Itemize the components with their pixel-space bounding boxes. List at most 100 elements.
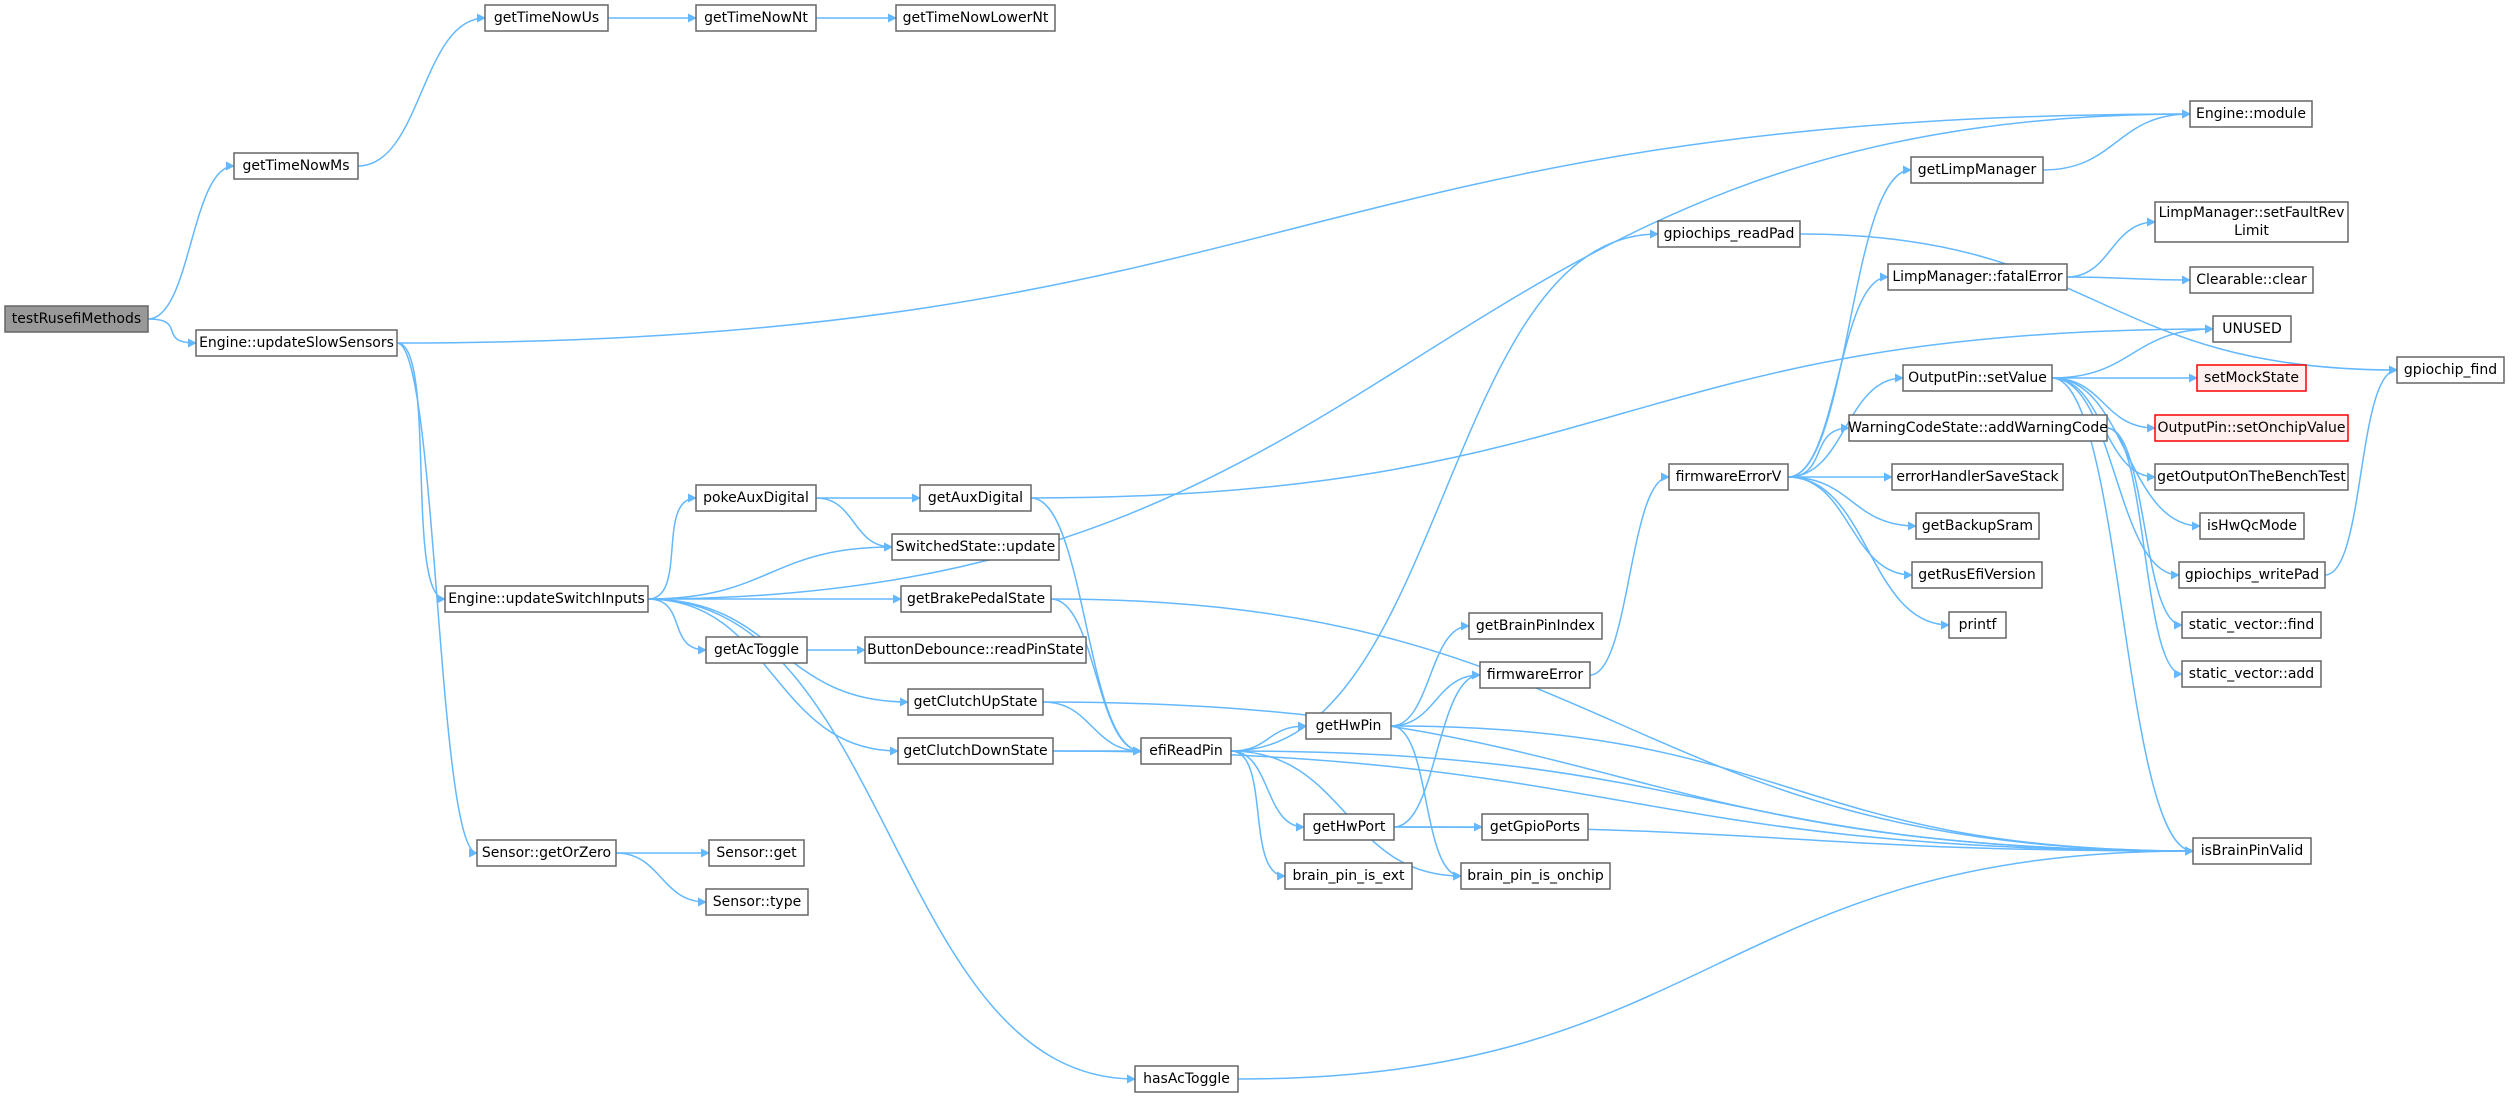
node-label: Engine::module bbox=[2196, 106, 2306, 122]
edge-get-hw-pin-to-firmware-error bbox=[1390, 670, 1481, 727]
node-get-time-now-nt[interactable]: getTimeNowNt bbox=[695, 4, 817, 32]
node-update-slow-sensors[interactable]: Engine::updateSlowSensors bbox=[195, 329, 398, 357]
node-sensor-type[interactable]: Sensor::type bbox=[705, 888, 809, 916]
edge-has-ac-toggle-to-is-brain-pin-valid bbox=[1237, 846, 2194, 1080]
node-label: getTimeNowUs bbox=[494, 10, 599, 26]
node-set-value[interactable]: OutputPin::setValue bbox=[1902, 364, 2053, 392]
edges-layer bbox=[147, 13, 2398, 1084]
node-firmware-error[interactable]: firmwareError bbox=[1479, 661, 1591, 689]
node-box bbox=[1915, 512, 2040, 540]
node-printf[interactable]: printf bbox=[1948, 611, 2007, 639]
node-get-brake-pedal-state[interactable]: getBrakePedalState bbox=[900, 585, 1052, 613]
node-get-rus-efi-version[interactable]: getRusEfiVersion bbox=[1911, 561, 2043, 589]
node-get-ac-toggle[interactable]: getAcToggle bbox=[705, 636, 808, 664]
node-get-brain-pin-index[interactable]: getBrainPinIndex bbox=[1468, 612, 1603, 640]
node-is-hw-qc-mode[interactable]: isHwQcMode bbox=[2199, 512, 2305, 540]
node-gpiochips-write-pad[interactable]: gpiochips_writePad bbox=[2178, 561, 2326, 589]
edge-set-value-to-gpiochips-write-pad bbox=[2051, 377, 2180, 580]
node-firmware-error-v[interactable]: firmwareErrorV bbox=[1668, 463, 1789, 491]
node-label: Limit bbox=[2234, 223, 2269, 239]
edge-get-brake-pedal-state-to-is-brain-pin-valid bbox=[1050, 598, 2194, 856]
node-label: setMockState bbox=[2204, 370, 2299, 386]
node-label: static_vector::add bbox=[2189, 666, 2314, 682]
edge-update-slow-sensors-to-update-switch-inputs bbox=[396, 342, 446, 604]
node-box bbox=[233, 152, 359, 180]
node-test-rusefi-methods[interactable]: testRusefiMethods bbox=[4, 305, 149, 333]
node-static-vector-add[interactable]: static_vector::add bbox=[2181, 660, 2322, 688]
node-update-switch-inputs[interactable]: Engine::updateSwitchInputs bbox=[444, 585, 649, 613]
edge-efi-read-pin-to-get-hw-port bbox=[1230, 750, 1305, 832]
edge-set-value-to-is-brain-pin-valid bbox=[2051, 377, 2194, 856]
node-clearable-clear[interactable]: Clearable::clear bbox=[2189, 266, 2314, 294]
node-label: getClutchUpState bbox=[914, 694, 1038, 710]
edge-fatal-error-to-clearable-clear bbox=[2066, 275, 2191, 285]
node-get-backup-sram[interactable]: getBackupSram bbox=[1915, 512, 2040, 540]
node-static-vector-find[interactable]: static_vector::find bbox=[2181, 611, 2322, 639]
node-efi-read-pin[interactable]: efiReadPin bbox=[1140, 737, 1232, 765]
node-get-time-now-us[interactable]: getTimeNowUs bbox=[484, 4, 609, 32]
node-box bbox=[919, 484, 1032, 512]
edge-update-slow-sensors-to-engine-module bbox=[396, 109, 2191, 344]
node-gpiochip-find[interactable]: gpiochip_find bbox=[2396, 356, 2505, 384]
node-get-aux-digital[interactable]: getAuxDigital bbox=[919, 484, 1032, 512]
node-label: getRusEfiVersion bbox=[1918, 567, 2035, 583]
edge-get-hw-pin-to-get-brain-pin-index bbox=[1390, 621, 1470, 727]
node-box bbox=[705, 888, 809, 916]
node-box bbox=[695, 484, 817, 512]
node-get-gpio-ports[interactable]: getGpioPorts bbox=[1481, 813, 1589, 841]
node-switched-update[interactable]: SwitchedState::update bbox=[891, 533, 1060, 561]
node-label: OutputPin::setValue bbox=[1908, 370, 2047, 386]
node-label: Engine::updateSlowSensors bbox=[199, 335, 394, 351]
node-get-time-now-ms[interactable]: getTimeNowMs bbox=[233, 152, 359, 180]
node-label: SwitchedState::update bbox=[896, 539, 1056, 555]
node-gpiochips-read-pad[interactable]: gpiochips_readPad bbox=[1657, 220, 1801, 248]
node-box bbox=[195, 329, 398, 357]
node-label: getBackupSram bbox=[1922, 518, 2033, 534]
node-get-limp-manager[interactable]: getLimpManager bbox=[1910, 156, 2044, 184]
node-box bbox=[695, 4, 817, 32]
node-get-output-on-the-bench-test[interactable]: getOutputOnTheBenchTest bbox=[2154, 463, 2349, 491]
node-fatal-error[interactable]: LimpManager::fatalError bbox=[1887, 263, 2068, 291]
node-get-time-now-lower-nt[interactable]: getTimeNowLowerNt bbox=[895, 4, 1056, 32]
node-label: WarningCodeState::addWarningCode bbox=[1848, 420, 2108, 436]
node-read-pin-state[interactable]: ButtonDebounce::readPinState bbox=[864, 636, 1087, 664]
node-unused[interactable]: UNUSED bbox=[2212, 315, 2292, 343]
edge-firmware-error-v-to-printf bbox=[1787, 476, 1950, 630]
edge-get-clutch-up-state-to-efi-read-pin bbox=[1042, 701, 1142, 756]
node-get-hw-pin[interactable]: getHwPin bbox=[1305, 712, 1392, 740]
node-error-handler-save-stack[interactable]: errorHandlerSaveStack bbox=[1891, 463, 2064, 491]
node-box bbox=[2181, 660, 2322, 688]
node-poke-aux-digital[interactable]: pokeAuxDigital bbox=[695, 484, 817, 512]
node-add-warning-code[interactable]: WarningCodeState::addWarningCode bbox=[1848, 414, 2108, 442]
node-label: hasAcToggle bbox=[1143, 1071, 1230, 1087]
node-label: firmwareErrorV bbox=[1676, 469, 1782, 485]
node-set-onchip-value[interactable]: OutputPin::setOnchipValue bbox=[2154, 414, 2349, 442]
node-get-clutch-down-state[interactable]: getClutchDownState bbox=[897, 737, 1054, 765]
node-label: getTimeNowNt bbox=[704, 10, 808, 26]
node-sensor-get[interactable]: Sensor::get bbox=[708, 839, 805, 867]
node-box bbox=[1460, 862, 1611, 890]
node-is-brain-pin-valid[interactable]: isBrainPinValid bbox=[2192, 837, 2312, 865]
node-box bbox=[1305, 712, 1392, 740]
node-has-ac-toggle[interactable]: hasAcToggle bbox=[1134, 1065, 1239, 1093]
edge-firmware-error-to-firmware-error-v bbox=[1589, 472, 1670, 676]
node-set-mock-state[interactable]: setMockState bbox=[2196, 364, 2307, 392]
node-engine-module[interactable]: Engine::module bbox=[2189, 100, 2313, 128]
edge-add-warning-code-to-static-vector-add bbox=[2106, 427, 2183, 679]
node-box bbox=[895, 4, 1056, 32]
node-label: Sensor::get bbox=[716, 845, 797, 861]
node-get-hw-port[interactable]: getHwPort bbox=[1303, 813, 1395, 841]
node-brain-pin-is-onchip[interactable]: brain_pin_is_onchip bbox=[1460, 862, 1611, 890]
node-label: LimpManager::fatalError bbox=[1892, 269, 2063, 285]
edge-update-switch-inputs-to-poke-aux-digital bbox=[647, 493, 697, 600]
node-label: LimpManager::setFaultRev bbox=[2159, 205, 2345, 221]
node-box bbox=[2154, 463, 2349, 491]
node-get-or-zero[interactable]: Sensor::getOrZero bbox=[476, 839, 617, 867]
node-brain-pin-is-ext[interactable]: brain_pin_is_ext bbox=[1284, 862, 1413, 890]
node-box bbox=[2189, 100, 2313, 128]
node-get-clutch-up-state[interactable]: getClutchUpState bbox=[907, 688, 1044, 716]
edge-get-hw-pin-to-brain-pin-is-onchip bbox=[1390, 725, 1462, 881]
edge-gpiochips-read-pad-to-gpiochip-find bbox=[1799, 233, 2398, 375]
edge-get-clutch-up-state-to-is-brain-pin-valid bbox=[1042, 701, 2194, 856]
